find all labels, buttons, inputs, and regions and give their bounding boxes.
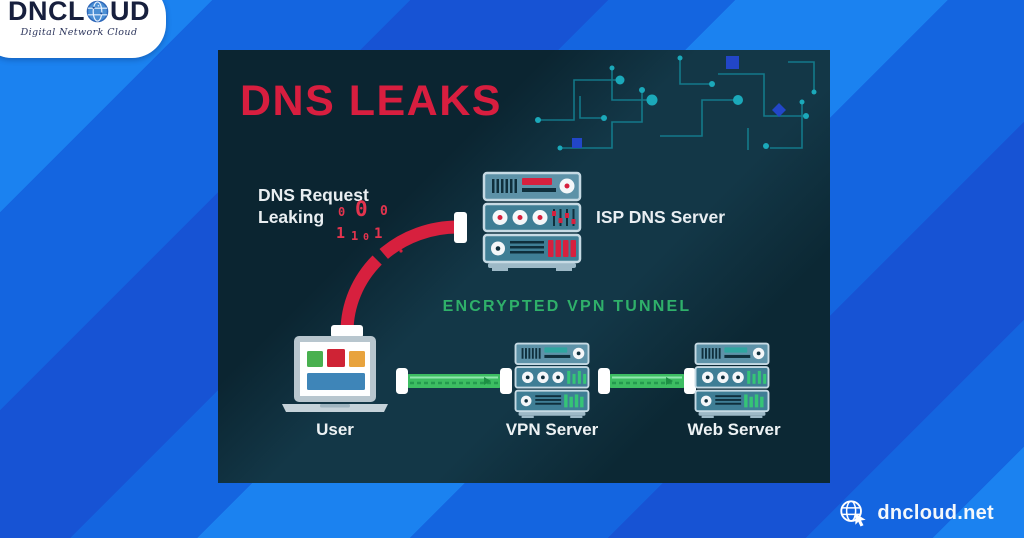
page-title: DNS LEAKS — [240, 77, 502, 125]
brand-tagline: Digital Network Cloud — [20, 27, 138, 38]
binary-digit: 0 — [363, 232, 370, 243]
web-server-label: Web Server — [687, 420, 781, 439]
circuit-pattern-icon — [535, 55, 817, 151]
dns-request-leak-label: DNS Request Leaking — [258, 185, 369, 228]
binary-digit: 1 — [336, 224, 346, 242]
binary-digit: 1 — [374, 226, 383, 242]
binary-digit: 0 — [355, 197, 368, 221]
web-server-icon — [694, 342, 770, 418]
site-watermark: dncloud.net — [838, 497, 994, 529]
binary-digit: 0 — [380, 204, 388, 219]
globe-icon — [86, 0, 109, 23]
encrypted-vpn-tunnel-label: ENCRYPTED VPN TUNNEL — [442, 298, 692, 315]
brand-text-left: DNCL — [8, 0, 85, 26]
brand-text-right: UD — [110, 0, 150, 26]
brand-wordmark: DNCL UD — [8, 0, 150, 25]
globe-cursor-icon — [840, 500, 867, 527]
site-url-text: dncloud.net — [877, 501, 994, 524]
binary-digit: 0 — [338, 205, 346, 219]
binary-digit: 1 — [351, 229, 359, 243]
dncloud-logo: DNCL UD Digital Network Cloud — [0, 0, 166, 58]
vpn-tunnel-pipe-icon — [598, 368, 696, 394]
user-label: User — [316, 420, 354, 439]
leak-pipe-arrow-icon — [331, 212, 467, 338]
vpn-server-label: VPN Server — [505, 420, 599, 439]
vpn-tunnel-pipe-icon — [396, 368, 512, 394]
isp-dns-server-label: ISP DNS Server — [596, 207, 726, 227]
user-laptop-icon — [282, 336, 388, 412]
vpn-server-icon — [514, 342, 590, 418]
infographic-card: DNS LEAKS DNS Request Leaking 0 0 0 1 1 … — [218, 50, 830, 483]
isp-dns-server-icon — [482, 171, 582, 271]
